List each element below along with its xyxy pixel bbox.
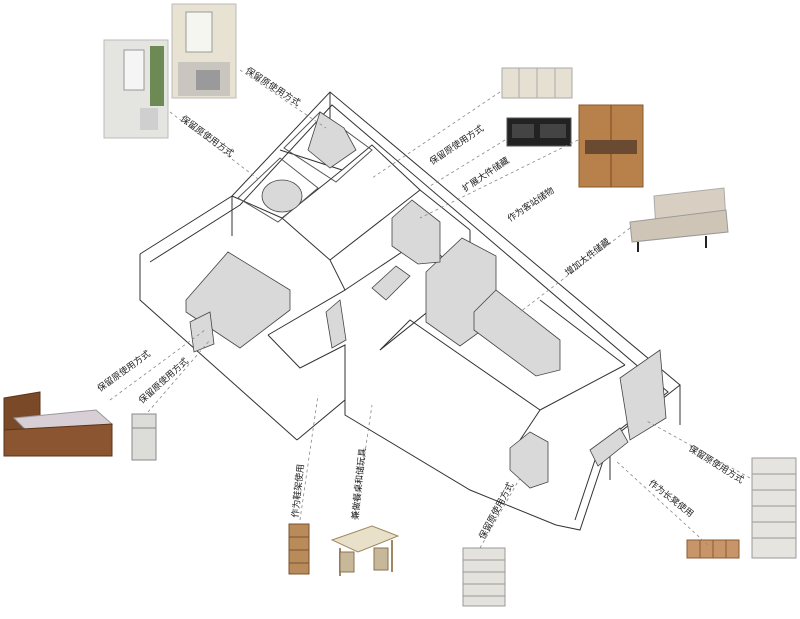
photo-bathroom — [103, 39, 169, 139]
photo-drawer-chest — [462, 547, 506, 607]
bed-block — [185, 251, 291, 349]
photo-upper-cabinet — [501, 67, 573, 99]
leader-lines — [109, 69, 751, 549]
bath-fixture — [307, 111, 357, 169]
drawer-chest-block — [509, 431, 549, 489]
photo-shoe-rack — [288, 523, 310, 575]
label-bath: 保留原使用方式 — [178, 113, 236, 160]
photo-kitchen — [171, 3, 237, 99]
bench-block — [589, 427, 629, 467]
photo-sofa — [629, 187, 729, 252]
furniture-blocks — [185, 111, 667, 489]
label-right-cabinet: 保留原使用方式 — [686, 442, 746, 486]
shoe-rack-block — [371, 265, 411, 301]
photo-dining-set — [330, 525, 400, 576]
label-shoe-rack: 作为鞋架使用 — [289, 463, 307, 518]
photo-tv-cabinet — [506, 117, 572, 147]
label-tv-cabinet: 作为客站储物 — [505, 184, 556, 224]
photo-wardrobe — [578, 104, 644, 188]
label-wardrobe: 扩展大件储藏 — [460, 154, 511, 194]
label-kitchen: 保留原使用方式 — [243, 64, 302, 108]
label-sofa: 增加大件储藏 — [562, 236, 612, 279]
label-dining: 兼做餐桌和储玩具 — [349, 447, 368, 520]
photo-fridge — [131, 413, 157, 461]
label-long-bench: 作为长凳使用 — [646, 477, 696, 520]
label-bedroom: 保留原使用方式 — [95, 348, 153, 395]
shelf-block — [325, 299, 347, 349]
photo-right-cabinet — [751, 457, 797, 559]
kitchen-cabinet-block — [391, 199, 441, 265]
label-upper-cabinet: 保留原使用方式 — [427, 122, 486, 167]
photo-bed — [3, 391, 114, 457]
photo-long-bench — [686, 539, 740, 559]
label-drawer-chest: 保留原使用方式 — [476, 480, 516, 541]
right-cabinet-block — [619, 349, 667, 441]
sofa-block — [473, 289, 561, 377]
kitchen-sink — [261, 179, 303, 213]
